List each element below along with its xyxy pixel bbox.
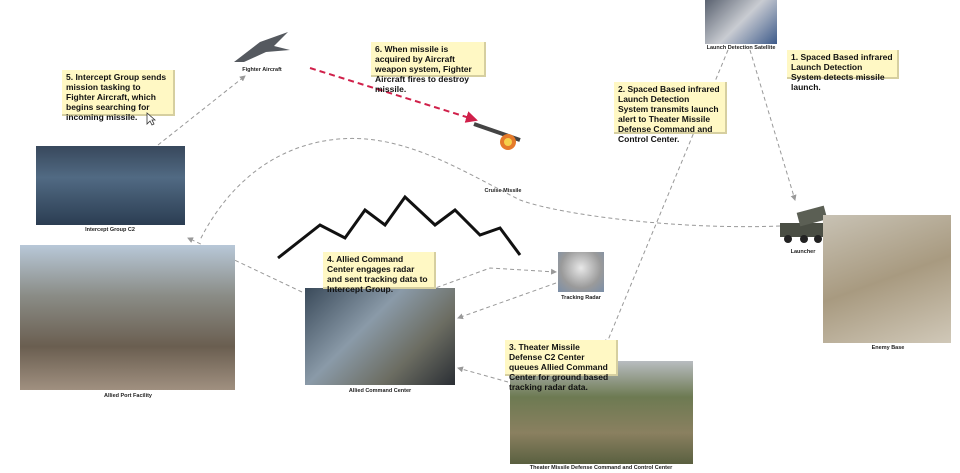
link-command-radar bbox=[429, 267, 557, 291]
satellite-label: Launch Detection Satellite bbox=[706, 45, 776, 51]
link-radar-command bbox=[457, 282, 557, 320]
note-step-6: 6. When missile is acquired by Aircraft … bbox=[371, 42, 486, 94]
mouse-cursor-icon bbox=[146, 112, 157, 131]
link-satellite-tmd bbox=[605, 49, 729, 346]
strike-line bbox=[309, 67, 478, 123]
radar-image bbox=[558, 252, 604, 292]
launcher-image bbox=[776, 205, 830, 245]
command-label: Allied Command Center bbox=[348, 388, 412, 394]
tmd-label: Theater Missile Defense Command and Cont… bbox=[529, 465, 673, 471]
missile-label: Cruise Missile bbox=[484, 188, 522, 194]
radar-label: Tracking Radar bbox=[561, 295, 601, 301]
fighter-image bbox=[232, 28, 292, 64]
intercept-label: Intercept Group C2 bbox=[85, 227, 135, 233]
note-step-2: 2. Spaced Based infrared Launch Detectio… bbox=[614, 82, 727, 144]
missile-image bbox=[470, 120, 532, 154]
port-image bbox=[20, 245, 235, 390]
enemy-base-image bbox=[823, 215, 951, 343]
link-tmd-command bbox=[457, 366, 509, 383]
note-step-5: 5. Intercept Group sends mission tasking… bbox=[62, 70, 175, 122]
launcher-label: Launcher bbox=[790, 249, 816, 255]
note-step-1: 1. Spaced Based infrared Launch Detectio… bbox=[787, 50, 899, 92]
enemy-base-label: Enemy Base bbox=[871, 345, 905, 351]
tmd-image bbox=[510, 361, 693, 464]
note-step-3: 3. Theater Missile Defense C2 Center que… bbox=[505, 340, 618, 392]
link-satellite-launcher bbox=[749, 49, 797, 201]
command-image bbox=[305, 288, 455, 385]
port-label: Allied Port Facility bbox=[104, 393, 152, 399]
link-missile-path bbox=[199, 138, 781, 241]
satellite-image bbox=[705, 0, 777, 44]
fighter-label: Fighter Aircraft bbox=[242, 67, 282, 73]
note-step-4: 4. Allied Command Center engages radar a… bbox=[323, 252, 436, 294]
link-intercept-fighter bbox=[157, 75, 246, 146]
intercept-image bbox=[36, 146, 185, 225]
mountains bbox=[277, 194, 522, 260]
